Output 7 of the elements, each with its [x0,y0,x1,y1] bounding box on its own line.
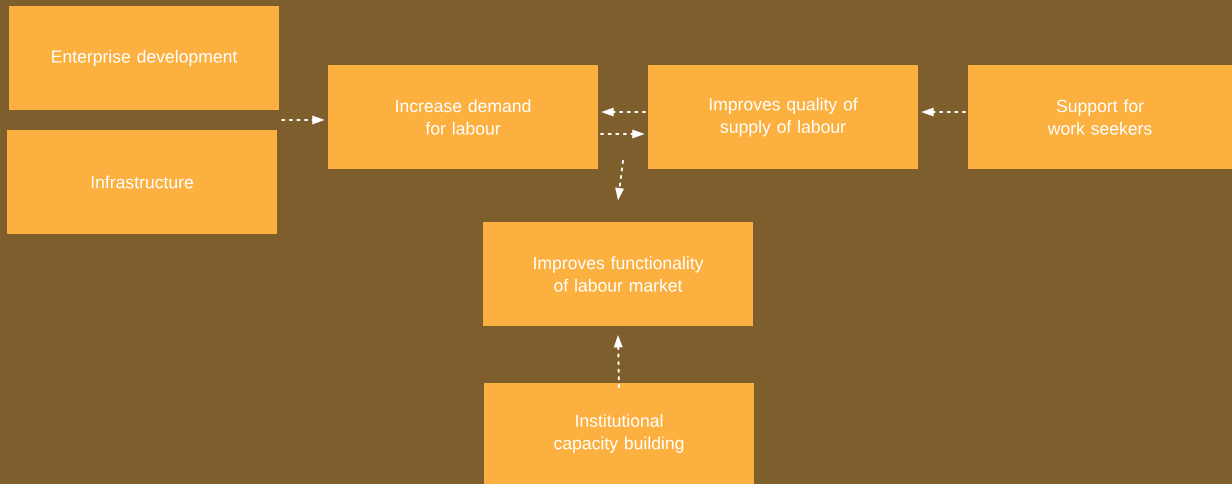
process-box: Increase demand for labour [328,65,598,169]
process-box: Institutional capacity building [484,382,754,484]
process-box: Improves quality of supply of labour [648,65,918,169]
process-box: Infrastructure [7,130,277,234]
process-box: Improves functionality of labour market [483,222,753,326]
process-box: Enterprise development [9,6,279,110]
process-box: Support for work seekers [968,65,1232,169]
